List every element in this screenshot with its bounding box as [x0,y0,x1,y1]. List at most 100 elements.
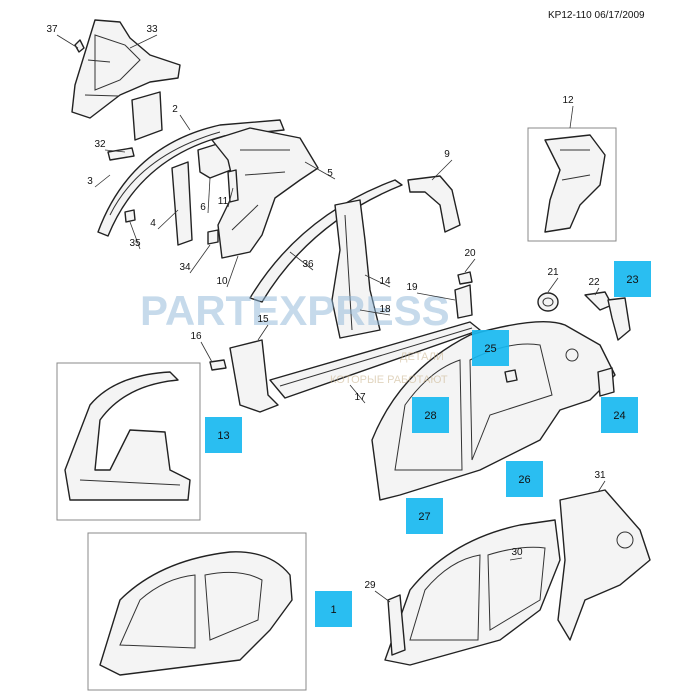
callout-10[interactable]: 10 [216,255,239,288]
callout-number: 24 [613,410,625,422]
callout-leader-line [416,292,456,301]
callout-21[interactable]: 21 [547,267,559,293]
callout-20[interactable]: 20 [464,248,476,273]
part-36-roof-rail-outer [249,179,403,303]
callout-number: 29 [364,580,376,591]
callout-14[interactable]: 14 [364,274,391,288]
callout-27[interactable]: 27 [406,498,443,534]
callout-number: 17 [354,392,366,403]
callout-highlight-box[interactable] [472,330,509,366]
callout-13[interactable]: 13 [205,417,242,453]
callout-number: 12 [562,95,574,106]
callout-leader-line [374,590,391,603]
callout-highlight-box[interactable] [205,417,242,453]
part-16-clip [209,359,227,371]
callout-35[interactable]: 35 [129,221,141,250]
callout-number: 26 [518,474,530,486]
callout-number: 37 [46,24,58,35]
callout-number: 3 [87,176,93,187]
watermark-line2: КОТОРЫЕ РАБОТАЮТ [330,374,448,386]
callout-4[interactable]: 4 [150,209,179,230]
callout-2[interactable]: 2 [172,104,191,131]
callout-number: 20 [464,248,476,259]
callout-highlight-box[interactable] [412,397,449,433]
callout-30[interactable]: 30 [509,547,523,561]
callout-1[interactable]: 1 [315,591,352,627]
callout-leader-line [597,480,606,493]
callout-number: 31 [594,470,606,481]
callout-leader-line [129,221,141,250]
callout-31[interactable]: 31 [594,470,606,493]
callout-leader-line [189,244,211,274]
callout-number: 23 [626,274,638,286]
part-12-quarter-panel-inner [544,134,606,233]
callout-23[interactable]: 23 [614,261,651,297]
part-34-bracket [207,229,219,245]
callout-19[interactable]: 19 [406,282,456,301]
callout-number: 5 [327,168,333,179]
callout-leader-line [207,177,211,214]
callout-36[interactable]: 36 [289,251,314,271]
callout-6[interactable]: 6 [200,177,211,214]
callout-5[interactable]: 5 [304,161,336,180]
callout-highlight-box[interactable] [601,397,638,433]
part-29-a-pillar-reinforcement [387,594,406,656]
part-32-upper [131,91,163,141]
callout-leader-line [226,255,239,288]
callout-leader-line [569,105,574,129]
callout-highlight-box[interactable] [506,461,543,497]
part-11-reinforcement [227,169,239,203]
part-9-extension [407,175,461,233]
callout-32[interactable]: 32 [94,139,126,153]
callout-leader-line [349,384,366,404]
callout-number: 19 [406,282,418,293]
watermark-brand: PARTEXPRESS [140,287,450,334]
callout-number: 10 [216,276,228,287]
callout-24[interactable]: 24 [601,397,638,433]
callout-3[interactable]: 3 [87,174,111,188]
callout-9[interactable]: 9 [431,149,453,181]
callout-highlight-box[interactable] [614,261,651,297]
callout-29[interactable]: 29 [364,580,391,603]
callout-leader-line [157,209,179,230]
callout-number: 15 [257,314,269,325]
part-30-body-side-outer [384,519,561,666]
callout-11[interactable]: 11 [218,187,234,208]
callout-26[interactable]: 26 [506,461,543,497]
front-body-side-detail [64,371,191,501]
part-20-clip [457,271,473,285]
callout-leader-line [179,114,191,131]
callout-37[interactable]: 37 [46,24,79,49]
callout-leader-line [304,161,336,180]
callout-17[interactable]: 17 [349,384,366,404]
part-17-rocker-panel [269,271,481,399]
callout-highlight-box[interactable] [406,498,443,534]
callout-number: 32 [94,139,106,150]
callout-34[interactable]: 34 [179,244,211,274]
diagram-code: KP12-110 06/17/2009 [548,10,645,21]
callout-28[interactable]: 28 [412,397,449,433]
callout-number: 13 [217,430,229,442]
callout-leader-line [431,159,453,181]
callout-25[interactable]: 25 [472,330,509,366]
callout-leader-line [547,277,559,293]
callout-leader-line [227,187,234,208]
callout-number: 9 [444,149,450,160]
callout-15[interactable]: 15 [257,314,269,341]
callout-33[interactable]: 33 [129,24,158,49]
callout-leader-line [200,341,213,363]
callout-number: 18 [379,304,391,315]
callout-22[interactable]: 22 [588,277,600,296]
callout-highlight-box[interactable] [315,591,352,627]
part-33-inner-quarter-bracket [71,19,181,119]
callout-number: 21 [547,267,559,278]
callout-leader-line [464,258,476,273]
callout-number: 27 [418,511,430,523]
callout-16[interactable]: 16 [190,331,213,363]
callout-leader-line [129,34,158,49]
callout-18[interactable]: 18 [359,304,391,316]
callout-12[interactable]: 12 [562,95,574,129]
